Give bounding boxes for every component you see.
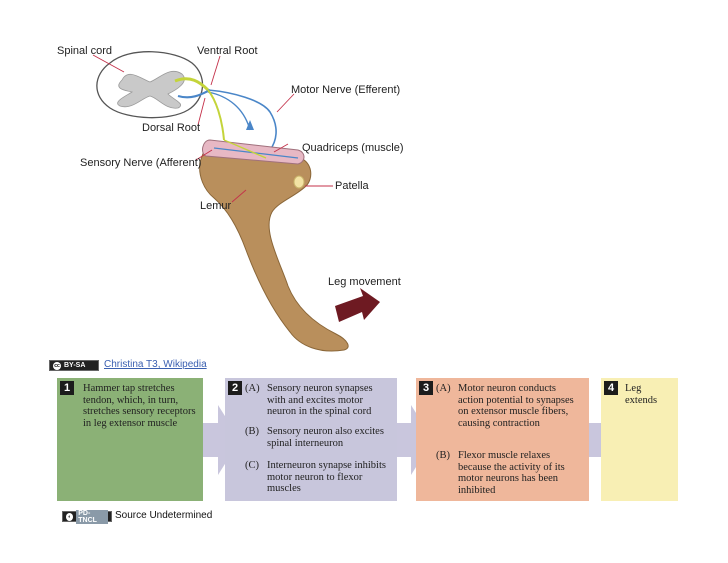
step-3-item-a-text: Motor neuron conducts action potential t… <box>458 383 574 429</box>
sensory-nerve-on-leg-b <box>223 139 267 159</box>
patella-shape <box>293 175 305 189</box>
step-3-item-b-key: (B) <box>436 450 450 461</box>
gray-matter-shape <box>117 70 185 109</box>
step-2-item-c-text: Interneuron synapse inhibits motor neuro… <box>267 460 386 494</box>
leg-movement-arrow <box>335 288 380 322</box>
flow-arrow-1 <box>202 405 240 475</box>
label-quadriceps: Quadriceps (muscle) <box>302 142 404 154</box>
step-2-item-b-text: Sensory neuron also excites spinal inter… <box>267 426 384 449</box>
step-2-number: 2 <box>228 381 242 395</box>
license-badge-top: cc BY-SA <box>49 360 99 371</box>
dorsal-root-nerve <box>174 77 210 92</box>
license-badge-bottom-label: PD-TNCL <box>76 509 108 524</box>
license-badge-top-label: BY-SA <box>64 362 86 369</box>
motor-nerve-line <box>207 89 277 151</box>
step-2-item-b-key: (B) <box>245 426 259 437</box>
sensory-nerve-line <box>207 89 225 141</box>
step-3-number: 3 <box>419 381 433 395</box>
cc-icon: cc <box>53 361 61 370</box>
motor-nerve-arrowhead <box>246 120 254 130</box>
step-3-item-b: (B) Flexor muscle relaxes because the ac… <box>436 450 586 498</box>
credit-link-top[interactable]: Christina T3, Wikipedia <box>104 359 207 370</box>
label-spinal-cord: Spinal cord <box>57 45 113 57</box>
label-ventral-root: Ventral Root <box>197 45 258 57</box>
step-2-item-a: (A) Sensory neuron synapses with and exc… <box>245 383 393 419</box>
step-1-text: Hammer tap stretches tendon, which, in t… <box>83 383 196 429</box>
step-4-box: 4 Leg extends <box>601 378 678 501</box>
label-dorsal-root: Dorsal Root <box>142 122 201 134</box>
step-2-box: 2 (A) Sensory neuron synapses with and e… <box>225 378 397 501</box>
step-2-item-a-text: Sensory neuron synapses with and excites… <box>267 383 373 417</box>
step-3-box: 3 (A) Motor neuron conducts action poten… <box>416 378 589 501</box>
credit-text-bottom: Source Undetermined <box>115 510 213 521</box>
step-4-number: 4 <box>604 381 618 395</box>
step-3-item-a: (A) Motor neuron conducts action potenti… <box>436 383 586 431</box>
step-2-item-c: (C) Interneuron synapse inhibits motor n… <box>245 460 393 496</box>
motor-nerve-line-b <box>207 91 251 131</box>
step-4-text: Leg extends <box>625 383 658 406</box>
leader-lines <box>92 54 333 203</box>
label-motor-nerve: Motor Nerve (Efferent) <box>291 84 401 96</box>
license-badge-bottom: ◐ PD-TNCL <box>62 509 112 524</box>
step-1-number: 1 <box>60 381 74 395</box>
flow-arrow-2 <box>395 405 433 475</box>
step-2-item-a-key: (A) <box>245 383 260 394</box>
label-lemur: Lemur <box>200 200 232 212</box>
step-2-item-b: (B) Sensory neuron also excites spinal i… <box>245 426 393 450</box>
step-3-item-b-text: Flexor muscle relaxes because the activi… <box>458 450 565 496</box>
public-domain-icon: ◐ <box>66 512 74 521</box>
label-sensory-nerve: Sensory Nerve (Afferent) <box>80 157 202 169</box>
leg-shape <box>199 147 349 352</box>
step-3-item-a-key: (A) <box>436 383 451 394</box>
step-1-box: 1 Hammer tap stretches tendon, which, in… <box>57 378 203 501</box>
label-leg-movement: Leg movement <box>328 276 401 288</box>
label-patella: Patella <box>335 180 369 192</box>
step-2-item-c-key: (C) <box>245 460 259 471</box>
